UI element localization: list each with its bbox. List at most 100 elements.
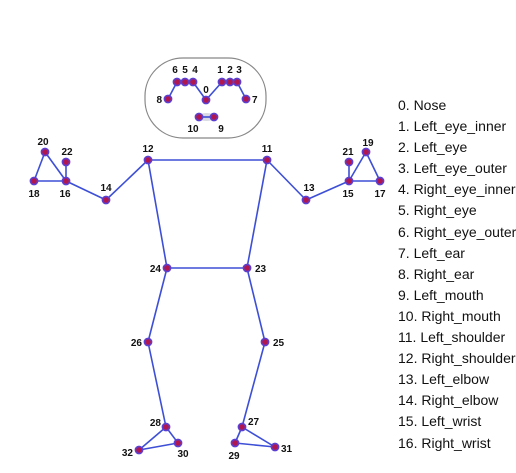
keypoint-4 (188, 77, 198, 87)
legend-item: 1. Left_eye_inner (398, 118, 507, 135)
legend-item: 0. Nose (398, 97, 447, 113)
legend-item: 7. Left_ear (398, 244, 465, 261)
keypoint-label-3: 3 (236, 65, 242, 76)
legend-item: 10. Right_mouth (398, 307, 501, 324)
keypoint-22 (61, 157, 71, 167)
legend-item: 3. Left_eye_outer (398, 160, 507, 177)
keypoint-13 (301, 195, 311, 205)
keypoint-16 (61, 176, 71, 186)
keypoint-30 (173, 438, 183, 448)
keypoint-label-5: 5 (182, 65, 188, 76)
keypoint-19 (361, 147, 371, 157)
legend-item: 9. Left_mouth (398, 286, 484, 303)
bone-14-16 (65, 180, 107, 201)
legend-item: 8. Right_ear (398, 265, 475, 282)
bone-12-24 (147, 159, 168, 269)
bone-18-20 (33, 151, 46, 182)
bone-16-20 (44, 151, 67, 182)
keypoint-8 (163, 94, 173, 104)
keypoint-23 (242, 263, 252, 273)
keypoint-label-1: 1 (217, 65, 223, 76)
keypoint-label-16: 16 (59, 189, 71, 200)
keypoint-label-19: 19 (362, 138, 374, 149)
keypoint-18 (29, 176, 39, 186)
keypoint-32 (134, 445, 144, 455)
keypoint-label-26: 26 (131, 338, 143, 349)
keypoint-25 (260, 337, 270, 347)
keypoint-label-22: 22 (61, 147, 73, 158)
skeleton-joints (29, 77, 385, 455)
bone-12-14 (105, 159, 149, 201)
keypoint-10 (194, 112, 204, 122)
legend-item: 16. Right_wrist (398, 434, 491, 451)
keypoint-label-10: 10 (187, 124, 199, 135)
keypoint-label-9: 9 (218, 124, 224, 135)
keypoint-label-25: 25 (273, 338, 285, 349)
keypoint-label-31: 31 (281, 444, 293, 455)
keypoint-14 (101, 195, 111, 205)
bone-30-32 (138, 442, 179, 451)
keypoint-17 (375, 176, 385, 186)
keypoint-label-8: 8 (156, 95, 162, 106)
legend-item: 14. Right_elbow (398, 392, 499, 409)
keypoint-label-11: 11 (262, 144, 273, 155)
keypoint-label-29: 29 (228, 451, 240, 462)
keypoint-12 (143, 155, 153, 165)
bone-28-32 (138, 426, 167, 451)
bone-11-23 (246, 159, 268, 269)
keypoint-label-24: 24 (150, 264, 162, 275)
legend-item: 12. Right_shoulder (398, 350, 516, 367)
keypoint-1 (217, 77, 227, 87)
keypoint-label-15: 15 (342, 189, 354, 200)
keypoint-3 (232, 77, 242, 87)
legend-item: 6. Right_eye_outer (398, 223, 516, 240)
keypoint-15 (344, 176, 354, 186)
keypoint-0 (201, 95, 211, 105)
bone-24-26 (147, 267, 168, 343)
keypoint-20 (40, 147, 50, 157)
keypoint-29 (230, 438, 240, 448)
keypoint-28 (161, 422, 171, 432)
keypoint-7 (241, 94, 251, 104)
keypoint-label-2: 2 (227, 65, 233, 76)
keypoint-label-14: 14 (100, 183, 112, 194)
keypoint-label-17: 17 (374, 189, 386, 200)
keypoint-6 (172, 77, 182, 87)
legend-item: 5. Right_eye (398, 202, 477, 219)
bone-11-13 (266, 159, 307, 201)
keypoint-label-18: 18 (28, 189, 40, 200)
bone-25-27 (241, 341, 266, 428)
bone-15-19 (348, 151, 367, 182)
legend-item: 4. Right_eye_inner (398, 181, 516, 198)
bone-26-28 (147, 341, 167, 428)
bone-23-25 (246, 267, 266, 343)
keypoint-27 (237, 422, 247, 432)
keypoint-26 (143, 337, 153, 347)
keypoint-label-23: 23 (255, 264, 267, 275)
keypoint-label-20: 20 (37, 137, 49, 148)
bone-29-31 (234, 442, 276, 448)
legend-item: 15. Left_wrist (398, 413, 482, 430)
keypoint-label-0: 0 (203, 85, 209, 96)
legend-item: 2. Left_eye (398, 139, 468, 156)
keypoint-label-4: 4 (192, 65, 198, 76)
keypoint-9 (209, 112, 219, 122)
keypoint-11 (262, 155, 272, 165)
keypoint-5 (180, 77, 190, 87)
keypoint-label-27: 27 (248, 417, 260, 428)
bone-17-19 (365, 151, 381, 182)
keypoint-label-12: 12 (142, 144, 154, 155)
keypoint-2 (225, 77, 235, 87)
keypoint-label-21: 21 (342, 147, 354, 158)
keypoint-21 (344, 157, 354, 167)
keypoint-label-13: 13 (303, 183, 315, 194)
keypoint-24 (162, 263, 172, 273)
keypoint-label-6: 6 (172, 65, 178, 76)
bone-13-15 (305, 180, 350, 201)
legend-item: 11. Left_shoulder (398, 329, 506, 346)
keypoint-label-7: 7 (252, 95, 258, 106)
legend-item: 13. Left_elbow (398, 371, 490, 388)
keypoint-31 (270, 442, 280, 452)
